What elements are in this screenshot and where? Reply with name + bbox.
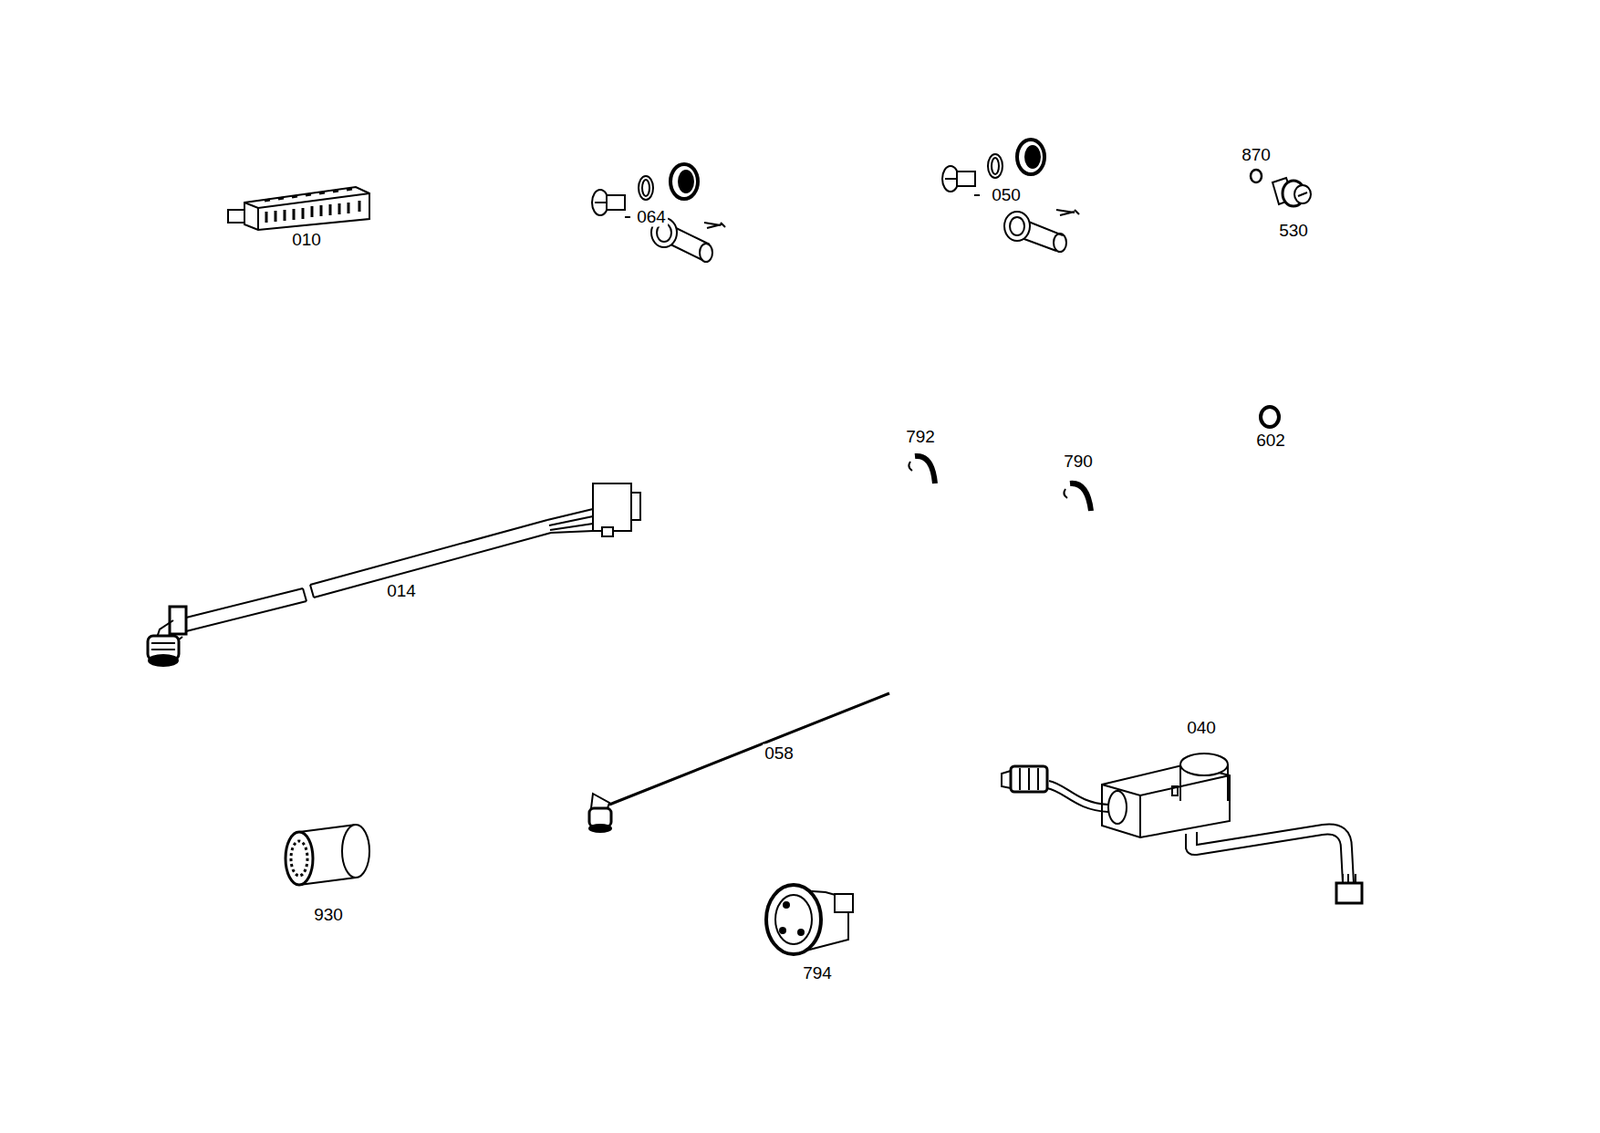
callout-number: 064	[634, 207, 668, 228]
sleeve	[285, 824, 370, 885]
callout-number: 870	[1239, 145, 1273, 166]
plug-screw	[1272, 177, 1311, 207]
callout-number: 058	[762, 744, 796, 764]
callout-number: 602	[1254, 431, 1288, 451]
sensor-ring	[766, 884, 853, 955]
terminal-strip	[228, 187, 370, 230]
ring	[1260, 406, 1279, 427]
callout-number: 050	[989, 186, 1023, 206]
sensor-cable	[589, 693, 890, 832]
clip	[908, 456, 936, 484]
cable-harness	[147, 483, 641, 666]
callout-number: 792	[903, 427, 937, 447]
callout-number: 790	[1061, 452, 1095, 472]
callout-number: 530	[1277, 221, 1310, 241]
speed-sensor	[1001, 753, 1362, 904]
o-ring	[1250, 169, 1262, 183]
fitting-set	[942, 139, 1080, 252]
callout-number: 040	[1184, 718, 1218, 738]
callout-number: 010	[290, 230, 323, 250]
callout-number: 794	[800, 964, 834, 984]
callout-number: 014	[384, 581, 418, 602]
callout-number: 930	[311, 905, 345, 925]
clip	[1063, 483, 1091, 511]
fitting-set	[592, 164, 726, 262]
